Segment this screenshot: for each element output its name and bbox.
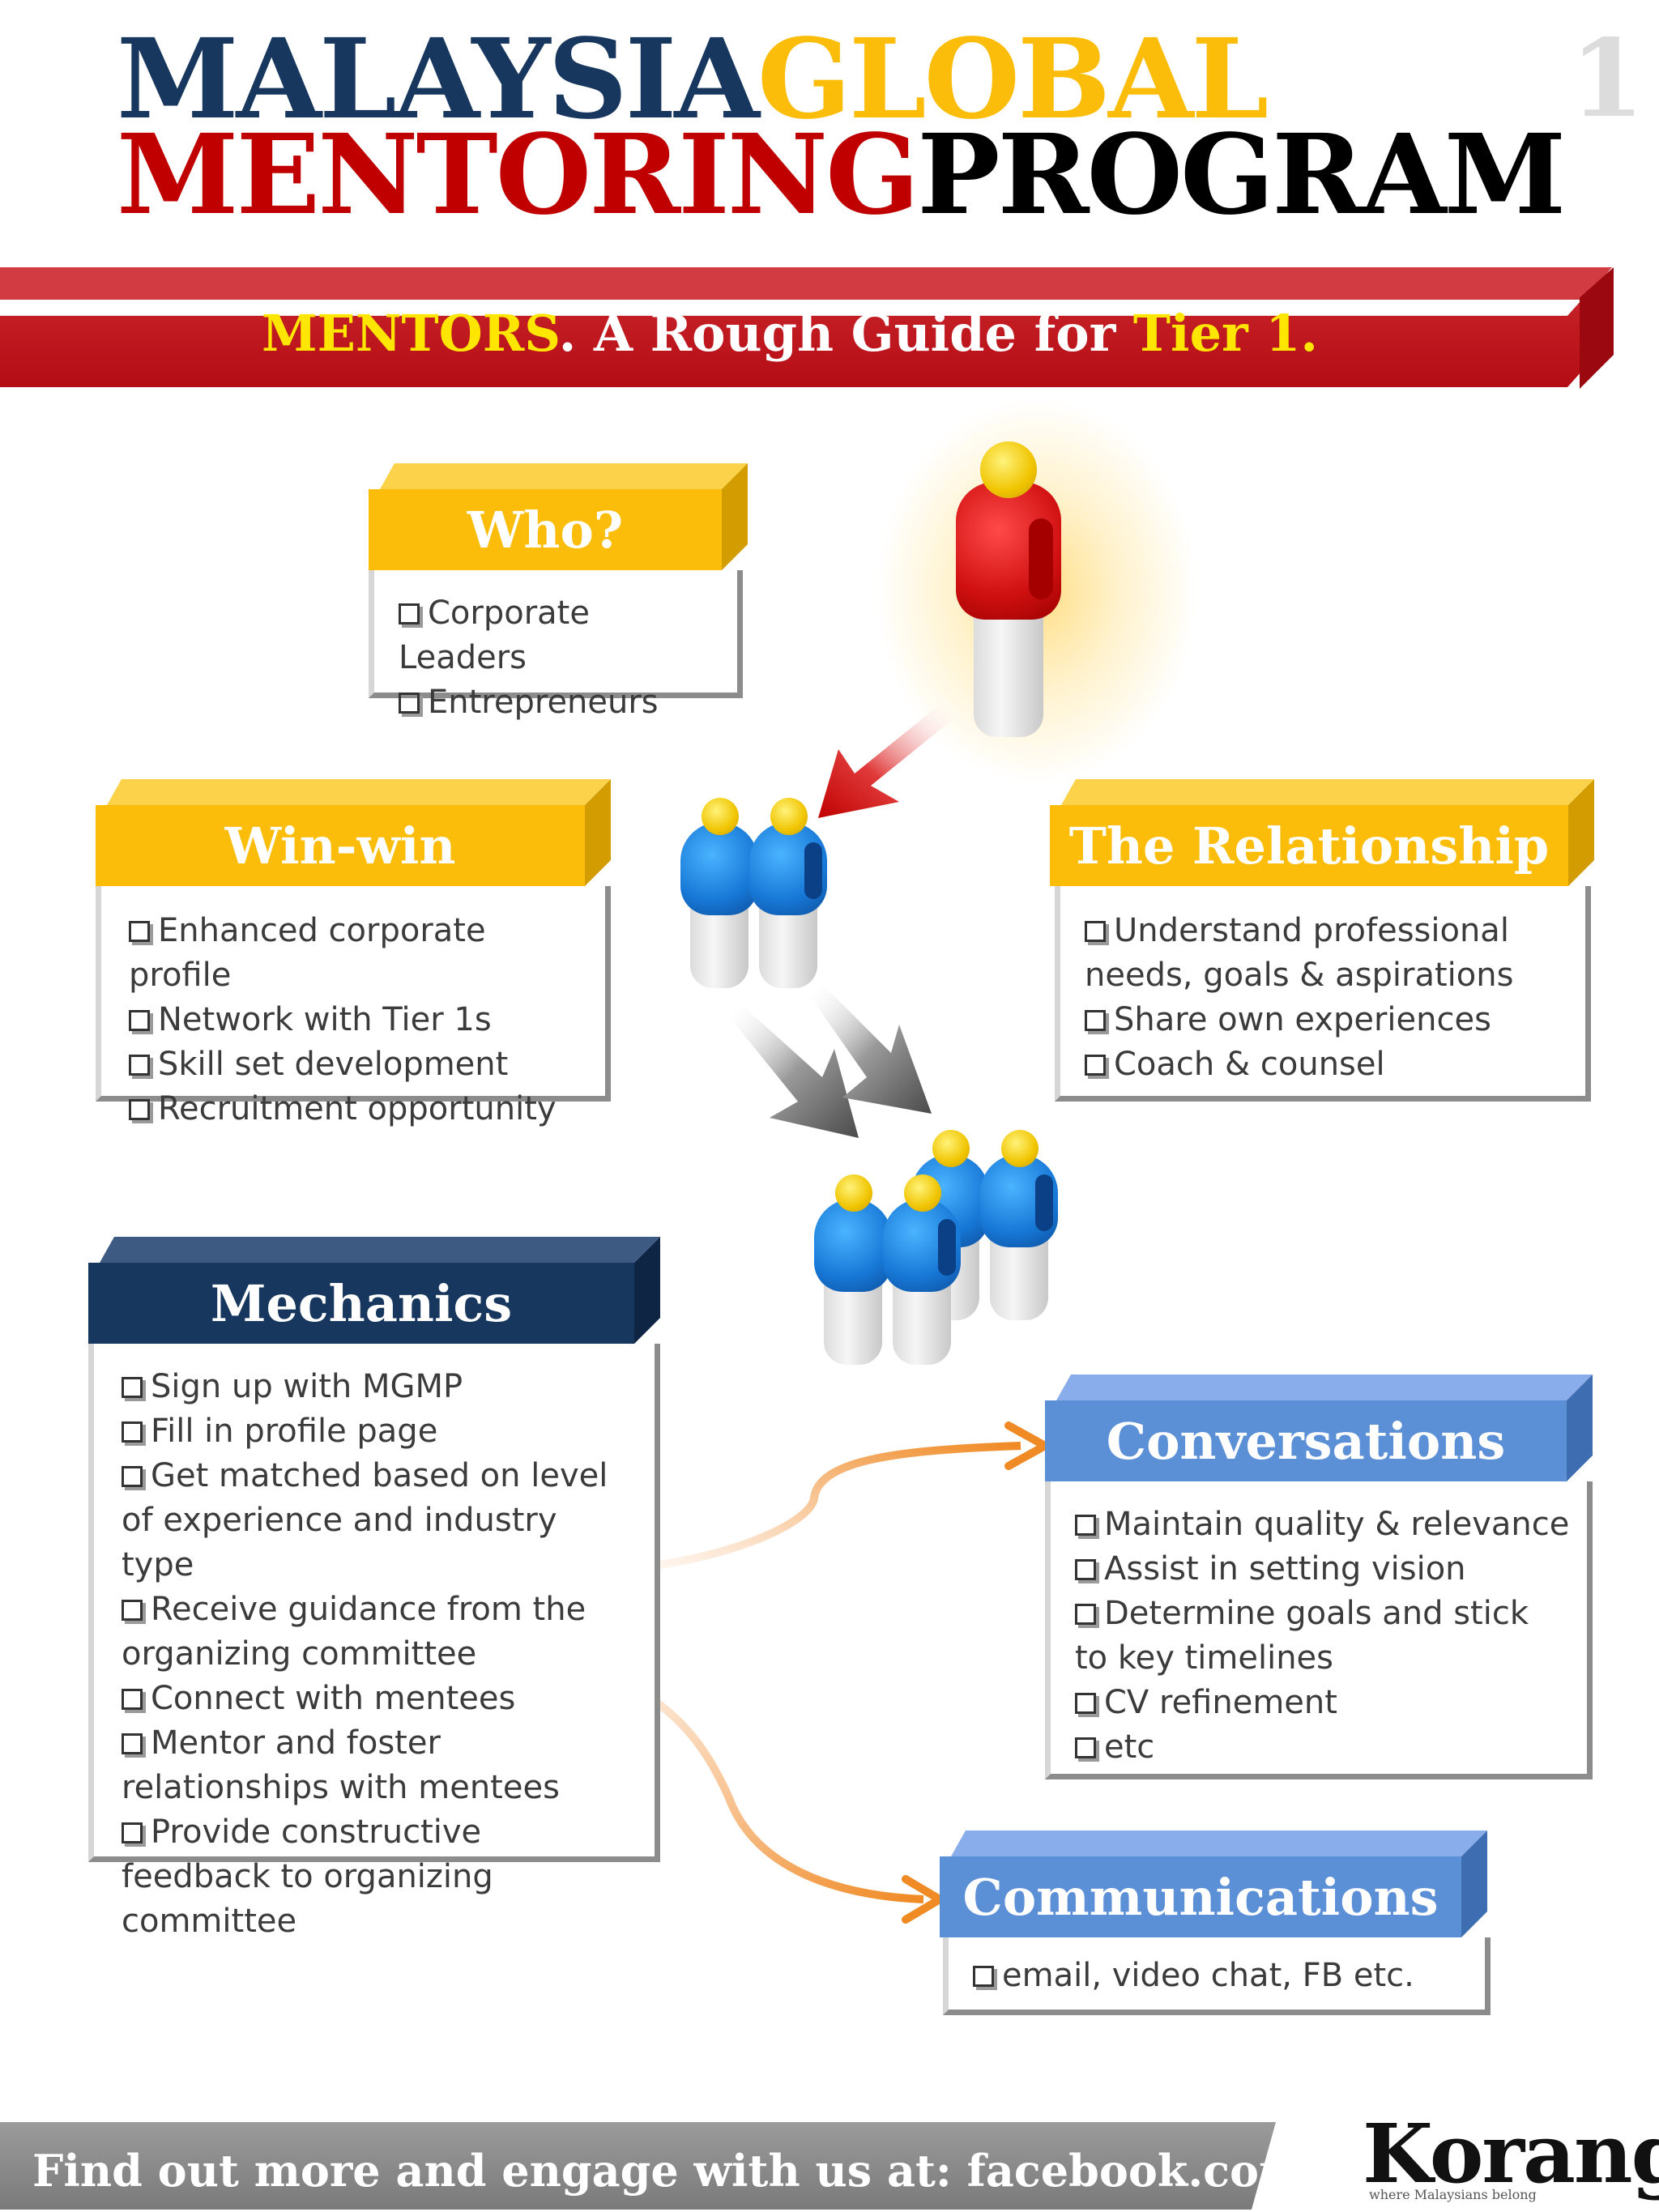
blue-person-icon xyxy=(980,1130,1061,1324)
checkbox-icon xyxy=(122,1377,143,1398)
checkbox-icon xyxy=(129,1099,150,1120)
blue-person-icon xyxy=(883,1174,964,1369)
page-number: 1 xyxy=(1570,16,1644,142)
list-item: Receive guidance from the organizing com… xyxy=(122,1591,586,1673)
checkbox-icon xyxy=(1075,1693,1096,1714)
list-item: Recruitment opportunity xyxy=(129,1087,584,1132)
checkbox-icon xyxy=(973,1966,994,1987)
list-item: Assist in setting vision xyxy=(1075,1547,1571,1592)
conversations-header: Conversations xyxy=(1045,1375,1593,1481)
list-item: Connect with mentees xyxy=(122,1677,638,1721)
communications-list: email, video chat, FB etc. xyxy=(943,1937,1491,2015)
checkbox-icon xyxy=(1085,1055,1106,1076)
checkbox-icon xyxy=(122,1600,143,1621)
korang-logo: Korang xyxy=(1363,2106,1659,2201)
checkbox-icon xyxy=(129,921,150,942)
checkbox-icon xyxy=(122,1689,143,1710)
checkbox-icon xyxy=(122,1733,143,1754)
list-item: Determine goals and stick to key timelin… xyxy=(1075,1595,1529,1677)
who-header: Who? xyxy=(369,463,748,570)
list-item: Sign up with MGMP xyxy=(122,1365,638,1409)
who-list: Corporate Leaders Entrepreneurs xyxy=(369,570,743,721)
list-item: email, video chat, FB etc. xyxy=(973,1954,1469,1998)
list-item: Get matched based on level of experience… xyxy=(122,1457,608,1583)
list-item: Share own experiences xyxy=(1085,998,1569,1042)
blue-person-icon xyxy=(680,798,761,992)
banner-tier: Tier 1. xyxy=(1132,304,1318,363)
relationship-title: The Relationship xyxy=(1050,805,1568,886)
checkbox-icon xyxy=(129,1055,150,1076)
logo-tagline: where Malaysians belong xyxy=(1369,2187,1537,2202)
red-arrow-icon xyxy=(818,705,956,818)
checkbox-icon xyxy=(399,603,420,624)
title-mentoring: MENTORING xyxy=(117,110,919,240)
blue-person-icon xyxy=(814,1174,895,1369)
conversations-list: Maintain quality & relevance Assist in s… xyxy=(1045,1481,1593,1779)
checkbox-icon xyxy=(1085,921,1106,942)
winwin-header: Win-win xyxy=(96,779,611,886)
gray-arrows-icon xyxy=(729,984,932,1138)
checkbox-icon xyxy=(1075,1737,1096,1758)
blue-person-icon xyxy=(749,798,830,992)
mechanics-list: Sign up with MGMP Fill in profile page G… xyxy=(88,1344,660,1940)
communications-header: Communications xyxy=(940,1831,1487,1937)
winwin-list: Enhanced corporate profile Network with … xyxy=(96,886,611,1127)
list-item: Enhanced corporate profile xyxy=(129,912,486,994)
checkbox-icon xyxy=(1075,1559,1096,1580)
list-item: CV refinement xyxy=(1075,1681,1571,1725)
relationship-header: The Relationship xyxy=(1050,779,1594,886)
list-item: Network with Tier 1s xyxy=(129,998,584,1042)
checkbox-icon xyxy=(1075,1515,1096,1536)
mechanics-header: Mechanics xyxy=(88,1237,660,1344)
banner-mentors: MENTORS xyxy=(262,304,559,363)
list-item: Mentor and foster relationships with men… xyxy=(122,1724,560,1806)
who-title: Who? xyxy=(369,489,722,570)
list-item: Understand professional needs, goals & a… xyxy=(1085,912,1514,994)
checkbox-icon xyxy=(122,1421,143,1443)
checkbox-icon xyxy=(1085,1010,1106,1031)
banner-guide: . A Rough Guide for xyxy=(558,304,1133,363)
title-line-1: MALAYSIAGLOBAL xyxy=(117,24,1269,134)
list-item: Coach & counsel xyxy=(1085,1042,1569,1087)
list-item: etc xyxy=(1075,1725,1571,1770)
list-item: Corporate Leaders xyxy=(399,595,590,676)
checkbox-icon xyxy=(122,1466,143,1487)
relationship-list: Understand professional needs, goals & a… xyxy=(1055,886,1591,1102)
list-item: Skill set development xyxy=(129,1042,584,1087)
red-person-icon xyxy=(956,441,1061,741)
checkbox-icon xyxy=(122,1822,143,1843)
banner-text: MENTORS. A Rough Guide for Tier 1. xyxy=(0,304,1580,363)
checkbox-icon xyxy=(1075,1604,1096,1625)
list-item: Fill in profile page xyxy=(122,1409,638,1454)
footer-link-text[interactable]: Find out more and engage with us at: fac… xyxy=(32,2145,1489,2197)
title-global: GLOBAL xyxy=(757,15,1269,144)
footer-bar xyxy=(0,2122,1276,2210)
mechanics-title: Mechanics xyxy=(88,1263,634,1344)
title-program: PROGRAM xyxy=(917,110,1566,240)
list-item: Maintain quality & relevance xyxy=(1075,1502,1571,1547)
logo-text: Korang xyxy=(1363,2106,1659,2201)
title-line-2: MENTORINGPROGRAM xyxy=(117,120,1566,230)
winwin-title: Win-win xyxy=(96,805,585,886)
checkbox-icon xyxy=(129,1010,150,1031)
banner-top-face xyxy=(0,267,1612,300)
list-item: Entrepreneurs xyxy=(399,680,716,725)
communications-title: Communications xyxy=(940,1856,1461,1937)
checkbox-icon xyxy=(399,693,420,714)
conversations-title: Conversations xyxy=(1045,1400,1567,1481)
title-malaysia: MALAYSIA xyxy=(117,15,760,144)
list-item: Provide constructive feedback to organiz… xyxy=(122,1813,493,1940)
